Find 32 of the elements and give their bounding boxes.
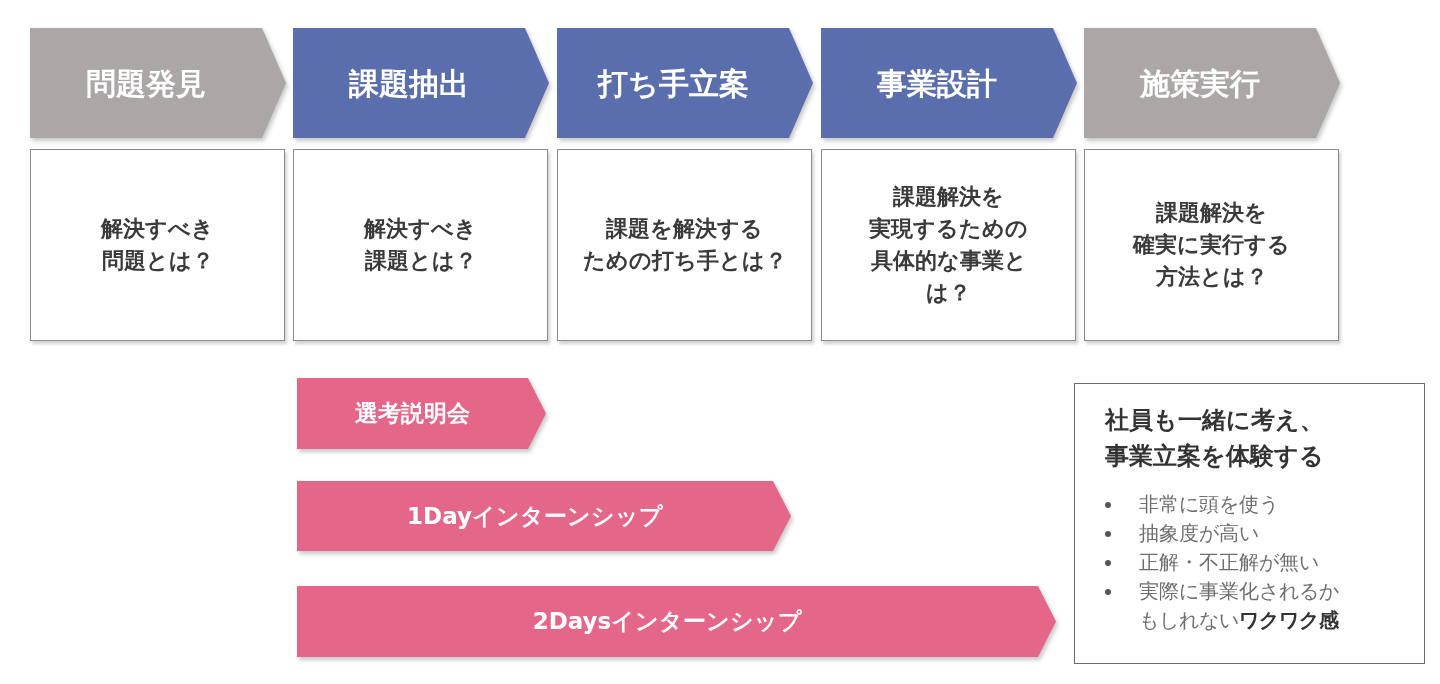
bullet-text: 実際に事業化されるかもしれないワクワク感 bbox=[1139, 578, 1340, 634]
question-text: 課題解決を確実に実行する方法とは？ bbox=[1133, 199, 1290, 291]
question-box bbox=[557, 149, 812, 341]
question-box bbox=[293, 149, 548, 341]
phase-label: 問題発見 bbox=[86, 64, 206, 103]
note-box bbox=[1074, 383, 1425, 664]
event-label: 選考説明会 bbox=[355, 399, 470, 429]
question-box bbox=[30, 149, 285, 341]
phase-label: 事業設計 bbox=[877, 64, 997, 103]
phase-banner bbox=[293, 28, 549, 138]
event-banner bbox=[297, 586, 1056, 657]
event-banner bbox=[297, 378, 546, 449]
phase-banner bbox=[1084, 28, 1340, 138]
phase-label: 施策実行 bbox=[1140, 64, 1260, 103]
event-label: 2Daysインターンシップ bbox=[532, 607, 803, 637]
question-text: 解決すべき課題とは？ bbox=[364, 215, 477, 275]
bullet-text: 正解・不正解が無い bbox=[1139, 549, 1319, 576]
question-text: 解決すべき問題とは？ bbox=[101, 215, 214, 275]
note-heading: 社員も一緒に考え、事業立案を体験する bbox=[1105, 405, 1325, 472]
bullet-text: 非常に頭を使う bbox=[1139, 491, 1279, 518]
phase-banner bbox=[557, 28, 813, 138]
phase-banner bbox=[30, 28, 286, 138]
phase-label: 課題抽出 bbox=[349, 64, 469, 103]
question-text: 課題を解決するための打ち手とは？ bbox=[582, 215, 787, 275]
phase-label: 打ち手立案 bbox=[597, 64, 749, 103]
bullet-text: 抽象度が高い bbox=[1139, 520, 1259, 547]
question-box bbox=[1084, 149, 1339, 341]
event-banner bbox=[297, 481, 791, 551]
question-text: 課題解決を実現するための具体的な事業とは？ bbox=[869, 183, 1028, 307]
phase-banner bbox=[821, 28, 1077, 138]
question-box bbox=[821, 149, 1076, 341]
event-label: 1Dayインターンシップ bbox=[407, 501, 663, 531]
